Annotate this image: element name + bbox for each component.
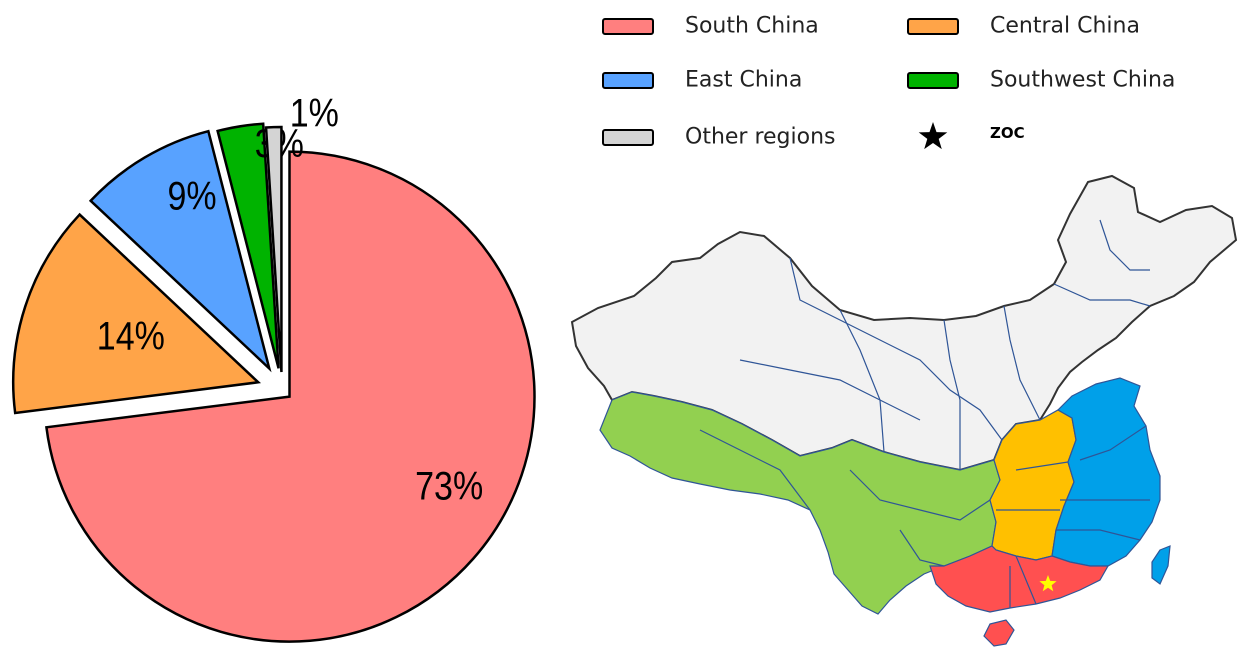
pie-slice-east-china [88,129,272,373]
map-province-borders [699,219,1151,608]
pie-slice-central-china [12,212,262,415]
legend-swatch-southwest-china [907,72,959,89]
china-map [570,174,1238,647]
pie-label-other-regions: 1% [290,90,339,135]
map-region-east [1051,377,1161,567]
map-region-taiwan [1151,545,1171,585]
map-region-south [929,545,1110,613]
legend-label-other-regions: Other regions [685,125,836,150]
pie-label-central-china: 14% [97,313,165,358]
pie-label-south-china: 73% [415,463,483,508]
legend-label-zoc: ZOC [990,124,1025,142]
legend-swatch-south-china [602,18,654,35]
legend-swatch-central-china [907,18,959,35]
map-star-icon [1039,575,1057,592]
legend-star-icon [918,122,948,150]
legend-label-central-china: Central China [990,14,1140,39]
legend-label-east-china: East China [685,68,802,93]
pie-slice-southwest-china [216,122,280,369]
legend-swatch-other-regions [602,129,654,146]
pie-slice-south-china [45,150,536,643]
pie-slice-other-regions [264,125,283,373]
map-region-hainan [983,619,1015,647]
zoc-marker-star-icon [1039,575,1057,592]
legend-swatch-east-china [602,72,654,89]
legend-label-south-china: South China [685,14,819,39]
pie-chart: 73%14%9%3%1% [12,90,536,643]
pie-label-east-china: 9% [167,173,216,218]
legend-label-southwest-china: Southwest China [990,68,1175,93]
